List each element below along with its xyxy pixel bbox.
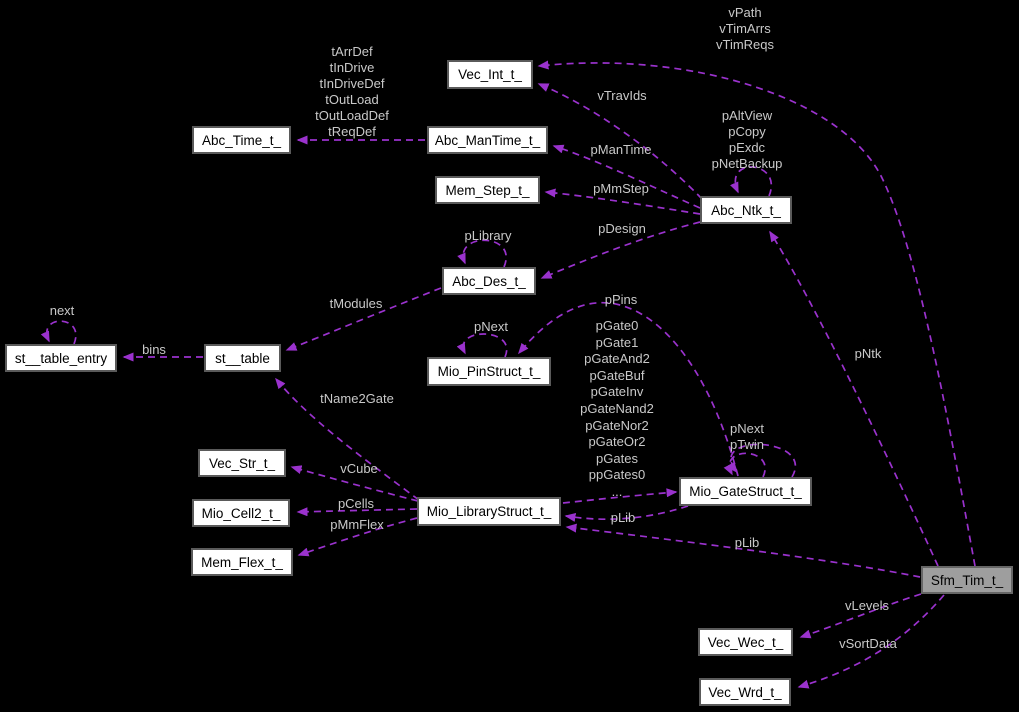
edge-label-pmmflex: pMmFlex	[330, 517, 384, 532]
edge-vtrav	[537, 83, 703, 200]
edge-pnextpin	[456, 333, 508, 358]
node-abc-time[interactable]: Abc_Time_t_	[192, 126, 291, 154]
node-mem-step[interactable]: Mem_Step_t_	[435, 176, 540, 204]
edge-gateloop-1	[727, 443, 796, 478]
edge-ppins	[518, 301, 739, 477]
edge-gateloop-0	[723, 452, 766, 478]
edge-plibsfm	[565, 523, 921, 578]
node-abc-des[interactable]: Abc_Des_t_	[442, 267, 536, 295]
node-vec-wec[interactable]: Vec_Wec_t_	[698, 628, 793, 656]
node-vec-str[interactable]: Vec_Str_t_	[198, 449, 286, 477]
node-mio-gate[interactable]: Mio_GateStruct_t_	[679, 477, 812, 506]
edge-label-vsortdata: vSortData	[839, 636, 897, 651]
edge-label-vlevels: vLevels	[844, 598, 890, 613]
edge-pgates	[562, 488, 678, 504]
edge-vpath	[537, 60, 976, 567]
edge-plibrary	[457, 239, 507, 268]
edge-label-vcube: vCube	[340, 461, 378, 476]
edge-label-tmodules: tModules	[329, 296, 383, 311]
edge-pmmflex	[297, 517, 418, 557]
edge-label-plibgate: pLib	[610, 510, 636, 525]
edge-pmantime	[552, 144, 701, 209]
edge-label-pmantime: pManTime	[590, 142, 652, 157]
edge-label-pnextpin: pNext	[474, 319, 508, 334]
node-abc-ntk[interactable]: Abc_Ntk_t_	[700, 196, 792, 224]
node-mem-flex[interactable]: Mem_Flex_t_	[191, 548, 293, 576]
edge-plibgate	[564, 505, 689, 522]
edge-label-next: next	[49, 303, 75, 318]
node-vec-wrd[interactable]: Vec_Wrd_t_	[699, 678, 791, 706]
node-abc-mantime[interactable]: Abc_ManTime_t_	[427, 126, 548, 154]
node-st-table[interactable]: st__table	[204, 344, 281, 372]
edge-vlevels	[799, 593, 922, 639]
edge-label-ppins: pPins	[604, 292, 638, 307]
edge-pmmstep	[544, 188, 701, 215]
edge-label-pdesign: pDesign	[598, 221, 646, 236]
edge-next	[40, 320, 77, 345]
node-mio-pin[interactable]: Mio_PinStruct_t_	[427, 357, 551, 386]
edge-pntk	[769, 230, 939, 567]
edge-label-pmmstep: pMmStep	[593, 181, 649, 196]
node-mio-library[interactable]: Mio_LibraryStruct_t_	[417, 497, 561, 526]
node-st-table-entry[interactable]: st__table_entry	[5, 344, 117, 372]
edge-label-plibsfm: pLib	[734, 535, 760, 550]
edge-pcells	[296, 507, 418, 517]
edge-label-pcells: pCells	[337, 496, 375, 511]
edge-tname2gate	[275, 377, 420, 501]
edge-label-tname2gate: tName2Gate	[320, 391, 394, 406]
edge-ntkloop	[730, 166, 773, 197]
edge-pdesign	[540, 221, 701, 279]
node-sfm-tim: Sfm_Tim_t_	[921, 566, 1013, 594]
edge-tmodules	[285, 287, 442, 351]
node-mio-cell2[interactable]: Mio_Cell2_t_	[192, 499, 290, 527]
edge-label-vtrav: vTravIds	[597, 88, 647, 103]
edge-label-plibrary: pLibrary	[464, 228, 512, 243]
edge-label-bins: bins	[142, 342, 166, 357]
edge-vcube	[290, 465, 419, 502]
edge-label-pntk: pNtk	[854, 346, 882, 361]
node-vec-int[interactable]: Vec_Int_t_	[447, 60, 533, 89]
